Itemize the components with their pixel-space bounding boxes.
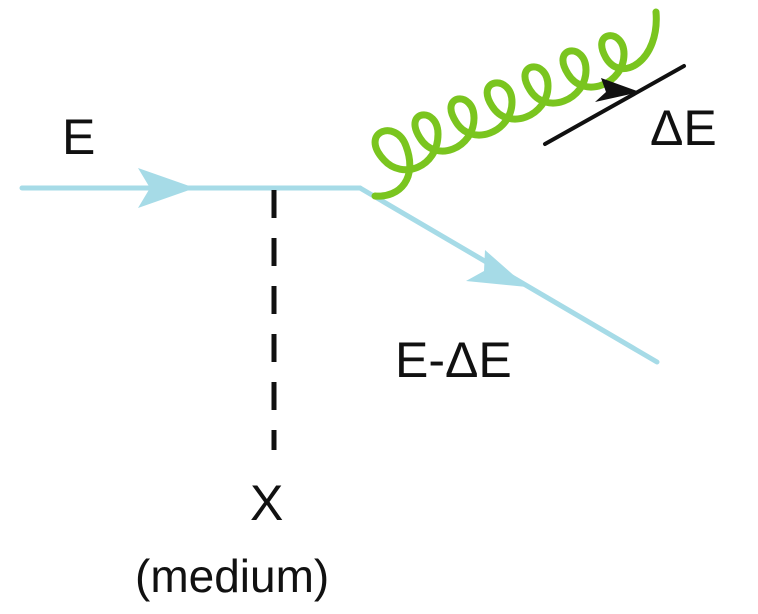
energy-loss-arrowhead	[595, 78, 640, 102]
outgoing-energy-label: E-ΔE	[395, 332, 512, 388]
scattering-center-label: X	[250, 475, 284, 531]
medium-note-label: (medium)	[135, 550, 330, 602]
energy-loss-arrow-line	[543, 64, 686, 146]
incoming-quark-arrow	[138, 168, 195, 208]
incoming-energy-label: E	[62, 109, 96, 165]
outgoing-quark-arrow	[466, 250, 527, 287]
emitted-energy-label: ΔE	[650, 100, 717, 156]
